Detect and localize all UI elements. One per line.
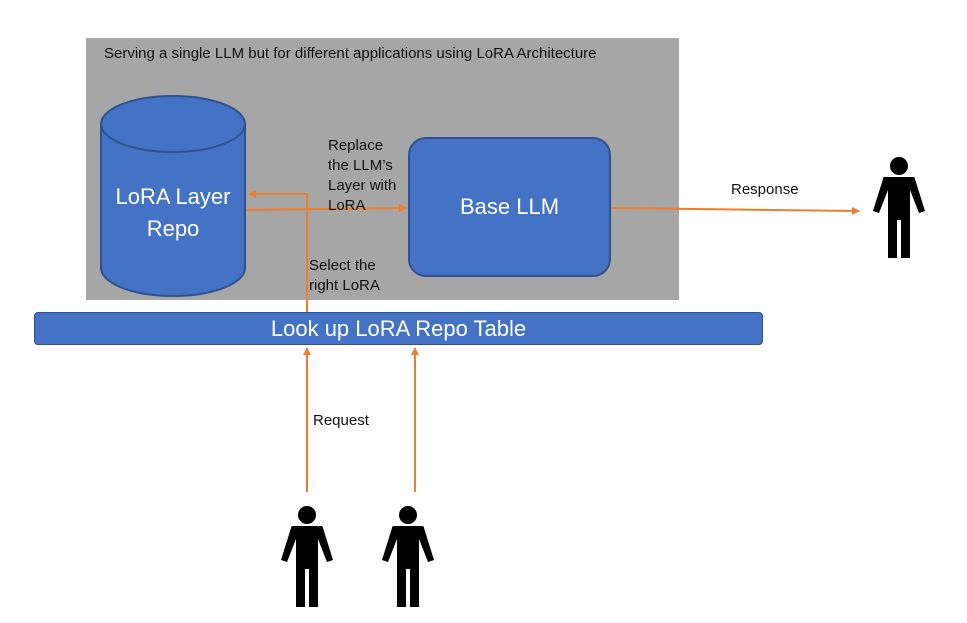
- repo-to-llm-arrow: [245, 204, 407, 213]
- lora-repo-label: LoRA Layer Repo: [100, 180, 246, 246]
- user-icon: [382, 506, 434, 607]
- lora-repo-cylinder: [100, 95, 246, 297]
- replace-label-line: LoRA: [328, 197, 366, 214]
- select-label-line: Select the: [309, 257, 376, 274]
- select-lora-label: Select the right LoRA: [309, 256, 380, 296]
- user-icon: [873, 157, 925, 258]
- lookup-table-bar: Look up LoRA Repo Table: [34, 312, 763, 345]
- replace-label-line: the LLM’s: [328, 157, 393, 174]
- select-lora-arrow: [248, 190, 308, 312]
- lookup-table-label: Look up LoRA Repo Table: [270, 315, 527, 341]
- lora-repo-label-line2: Repo: [146, 216, 200, 241]
- replace-layer-label: Replace the LLM’s Layer with LoRA: [328, 136, 396, 216]
- response-arrow: [611, 206, 860, 215]
- base-llm-box: Base LLM: [408, 137, 611, 277]
- select-label-line: right LoRA: [309, 277, 380, 294]
- request-label: Request: [313, 412, 369, 429]
- response-label: Response: [731, 181, 799, 198]
- replace-label-line: Layer with: [328, 177, 397, 194]
- replace-label-line: Replace: [328, 137, 384, 154]
- user-icon: [281, 506, 333, 607]
- lora-repo-label-line1: LoRA Layer: [115, 184, 231, 209]
- base-llm-label: Base LLM: [459, 194, 560, 219]
- diagram-title: Serving a single LLM but for different a…: [104, 45, 597, 62]
